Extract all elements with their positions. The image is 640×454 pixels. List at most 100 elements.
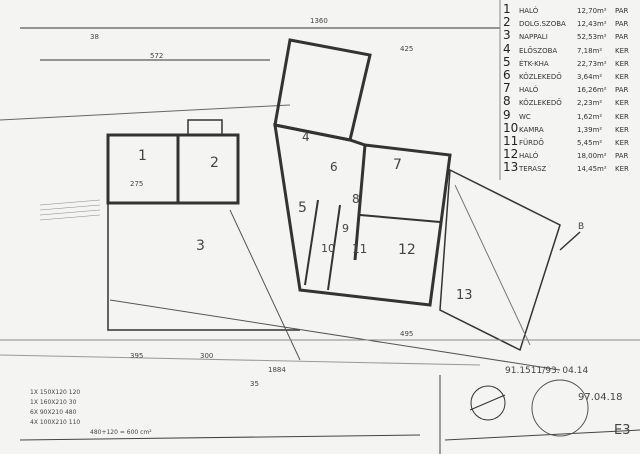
legend-floor: PAR (615, 152, 629, 161)
legend-number: 6 (503, 67, 511, 82)
dimension-line (109, 299, 561, 371)
room-number-7: 7 (393, 157, 402, 173)
legend-name: TERASZ (519, 165, 547, 174)
room-number-4: 4 (302, 130, 310, 144)
legend-area: 22,73m² (577, 59, 607, 68)
window-schedule-row: 4X 100X210 110 (30, 419, 81, 426)
sheet-number: E3 (614, 423, 631, 438)
window-schedule: 1X 150X120 120 1X 160X210 30 6X 90X210 4… (30, 388, 152, 438)
wall (353, 144, 367, 261)
legend-name: WC (519, 112, 531, 121)
legend-name: KÖZLEKEDŐ (519, 72, 562, 81)
terrace-diagonal (454, 184, 531, 346)
dimension-bottom-total: 1884 (268, 366, 286, 374)
wall-entry (273, 38, 372, 142)
stamp-reference: 91.1511/93. 04.14 (505, 366, 589, 376)
north-arrow-icon (470, 385, 506, 421)
window-schedule-row: 1X 160X210 30 (30, 399, 77, 406)
legend-number: 12 (503, 147, 519, 162)
dimension-label: 300 (200, 352, 214, 360)
legend-number: 4 (503, 41, 511, 56)
legend-area: 1,62m² (577, 112, 603, 121)
legend-area: 5,45m² (577, 138, 603, 147)
wall-living (107, 203, 300, 331)
legend-area: 12,43m² (577, 20, 607, 29)
wall (359, 214, 441, 223)
frame-line (19, 434, 421, 441)
legend-number: 10 (503, 120, 519, 135)
dimension-label: 275 (130, 180, 144, 188)
terrace-outline (439, 168, 561, 352)
legend-area: 12,70m² (577, 7, 607, 15)
room-number-13: 13 (456, 288, 473, 303)
legend-floor: PAR (615, 7, 629, 15)
legend-area: 52,53m² (577, 33, 607, 42)
room-number-5: 5 (298, 200, 307, 216)
north-arrow-line (469, 394, 506, 411)
dimension-label: 35 (250, 380, 259, 388)
grid-line (0, 104, 291, 121)
room-number-11: 11 (352, 242, 368, 256)
dimension-line (229, 209, 301, 361)
room-number-2: 2 (210, 155, 219, 171)
window-schedule-total: 480+120 = 600 cm² (90, 429, 152, 436)
legend-number: 3 (503, 28, 511, 43)
legend-floor: KER (615, 46, 629, 55)
legend-floor: KER (615, 112, 629, 121)
legend-number: 13 (503, 160, 519, 175)
room-number-1: 1 (138, 148, 147, 164)
legend-area: 14,45m² (577, 165, 607, 174)
legend-name: HALÓ (519, 7, 539, 15)
room-number-9: 9 (342, 222, 349, 235)
room-number-6: 6 (330, 160, 338, 174)
legend-floor: KER (615, 99, 629, 108)
legend-number: 9 (503, 107, 511, 122)
legend-number: 5 (503, 54, 511, 69)
legend-name: FÜRDŐ (519, 138, 544, 147)
legend-name: KÖZLEKEDŐ (519, 99, 562, 108)
dimension-line (0, 354, 481, 366)
legend-area: 2,23m² (577, 99, 603, 108)
legend-area: 1,39m² (577, 125, 603, 134)
wall-core (273, 123, 452, 307)
legend-area: 7,18m² (577, 46, 603, 55)
dimension-label: 495 (400, 330, 414, 338)
room-number-10: 10 (321, 242, 335, 255)
official-stamp (531, 379, 589, 437)
dimension-top-total: 1360 (310, 17, 328, 25)
wall-room-1-2 (106, 133, 240, 205)
dimension-label: 395 (130, 352, 144, 360)
window-schedule-row: 6X 90X210 480 (30, 409, 77, 416)
room-number-12: 12 (398, 242, 416, 258)
hatch-area (39, 199, 101, 221)
wall (304, 199, 319, 286)
legend-floor: PAR (615, 86, 629, 95)
room-number-3: 3 (196, 238, 205, 254)
section-label: B (578, 222, 585, 232)
legend-name: HALÓ (519, 152, 539, 161)
legend-floor: KER (615, 138, 629, 147)
legend-row: 9 WC 1,62m² KER (503, 107, 638, 122)
legend-name: ELŐSZOBA (519, 46, 558, 55)
dimension-label: 38 (90, 33, 99, 41)
legend-number: 1 (503, 2, 511, 16)
legend-number: 7 (503, 81, 511, 96)
legend-floor: KER (615, 72, 629, 81)
dimension-label: 572 (150, 52, 164, 60)
legend-floor: KER (615, 59, 629, 68)
legend-name: HALÓ (519, 86, 539, 95)
legend-floor: PAR (615, 33, 629, 42)
legend-area: 18,00m² (577, 152, 607, 161)
legend-name: KAMRA (519, 125, 544, 134)
legend-floor: PAR (615, 20, 629, 29)
